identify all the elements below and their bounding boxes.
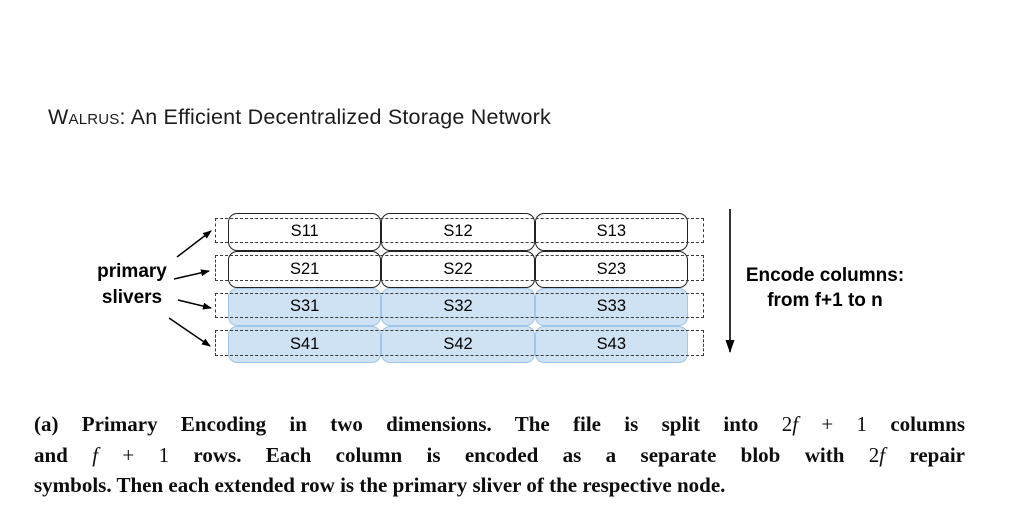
primary-slivers-label-line2: slivers: [101, 287, 163, 308]
grid-cell-s32: S32: [381, 288, 535, 326]
figure-caption-line2: and f + 1 rows. Each column is encoded a…: [34, 442, 965, 467]
grid-row-1: S11 S12 S13: [228, 213, 688, 251]
grid-cell-s12: S12: [381, 213, 535, 251]
primary-slivers-label-line1: primary: [97, 261, 167, 282]
paper-title-walrus: Walrus: [48, 105, 120, 129]
encode-columns-label: Encode columns: from f+1 to n: [735, 263, 915, 313]
figure-caption-line3: symbols. Then each extended row is the p…: [34, 473, 726, 497]
grid-cell-s23: S23: [534, 250, 688, 289]
grid-row-3: S31 S32 S33: [228, 288, 688, 326]
grid-cell-s41: S41: [228, 325, 382, 364]
grid-cell-s42: S42: [381, 325, 535, 364]
grid-row-4: S41 S42 S43: [228, 325, 688, 364]
primary-sliver-arrow-4: [168, 317, 211, 347]
grid-row-2: S21 S22 S23: [228, 250, 688, 289]
primary-sliver-arrow-3: [177, 299, 212, 310]
grid-cell-s43: S43: [534, 325, 688, 364]
paper-title-rest: : An Efficient Decentralized Storage Net…: [119, 105, 551, 129]
grid-cell-s31: S31: [228, 288, 382, 326]
grid-cell-s11: S11: [228, 213, 382, 251]
figure-caption-line1: (a) Primary Encoding in two dimensions. …: [34, 412, 965, 436]
grid-cell-s22: S22: [381, 250, 535, 289]
primary-sliver-arrow-1: [176, 230, 212, 258]
encode-columns-label-line1: Encode columns:: [745, 265, 905, 286]
grid-cell-s13: S13: [534, 213, 688, 251]
figure-caption: (a) Primary Encoding in two dimensions. …: [34, 409, 965, 501]
primary-slivers-label: primary slivers: [84, 259, 180, 311]
grid-cell-s21: S21: [228, 250, 382, 289]
paper-title: Walrus: An Efficient Decentralized Stora…: [48, 105, 551, 130]
encode-columns-label-line2: from f+1 to n: [767, 290, 883, 311]
grid-cell-s33: S33: [534, 288, 688, 326]
encoding-grid: S11 S12 S13 S21 S22 S23 S31 S32 S33 S41 …: [228, 213, 688, 364]
